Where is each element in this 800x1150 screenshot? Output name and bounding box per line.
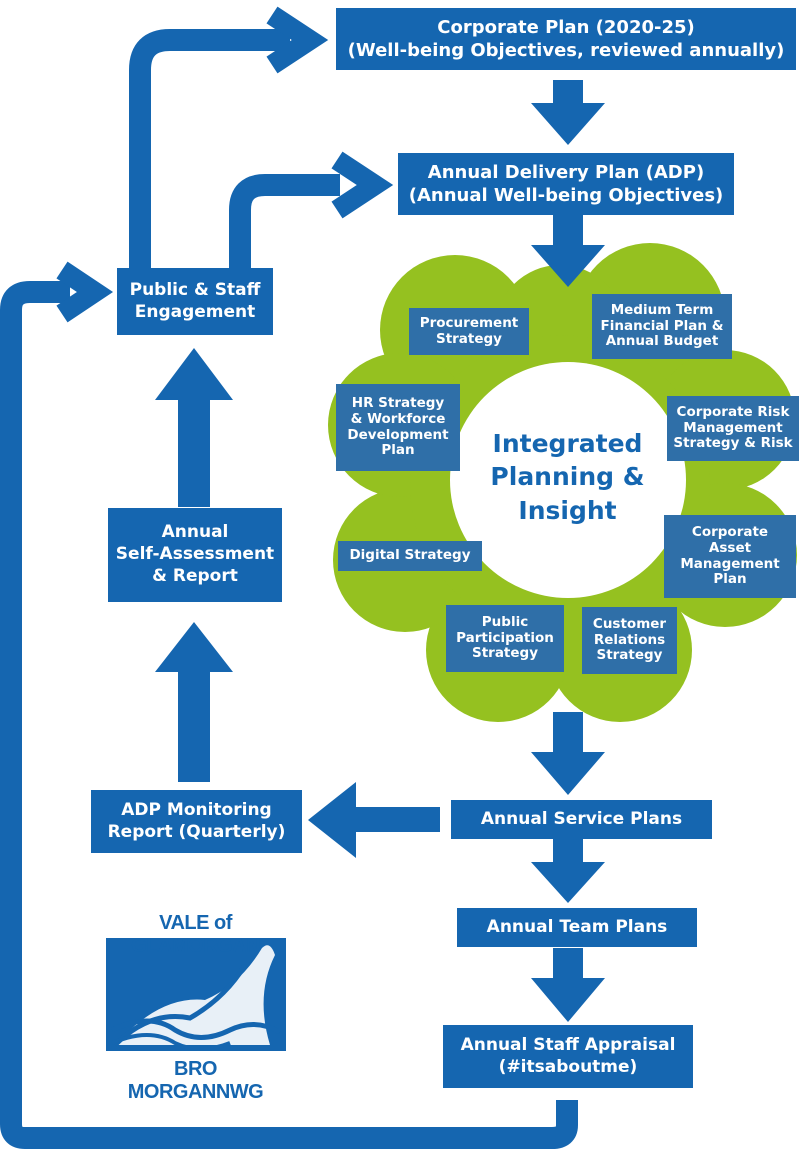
ring-title-text: Integrated Planning & Insight (490, 429, 645, 525)
self-assessment-label: Annual Self-Assessment & Report (115, 522, 275, 586)
public-participation-box: Public Participation Strategy (446, 605, 564, 672)
hr-strategy-label: HR Strategy & Workforce Development Plan (347, 394, 449, 459)
arrow-right-icon (56, 261, 114, 323)
arrow-up-icon (155, 348, 233, 507)
customer-relations-label: Customer Relations Strategy (592, 615, 667, 664)
loop-line-engagement-to-corporate (129, 29, 290, 268)
risk-strategy-label: Corporate Risk Management Strategy & Ris… (673, 403, 793, 452)
digital-strategy-box: Digital Strategy (338, 541, 482, 571)
loop-line-engagement-to-adp (229, 174, 340, 268)
arrow-down-icon (531, 838, 605, 903)
team-plans-label: Annual Team Plans (486, 916, 668, 937)
procurement-strategy-label: Procurement Strategy (419, 314, 519, 347)
monitoring-report-label: ADP Monitoring Report (Quarterly) (107, 799, 286, 842)
ring-center (450, 362, 686, 598)
staff-appraisal-label: Annual Staff Appraisal (#itsaboutme) (460, 1034, 676, 1077)
public-participation-label: Public Participation Strategy (456, 613, 554, 662)
hr-strategy-box: HR Strategy & Workforce Development Plan (336, 384, 460, 471)
procurement-strategy-box: Procurement Strategy (409, 308, 529, 355)
asset-management-label: Corporate Asset Management Plan (680, 523, 780, 588)
team-plans-box: Annual Team Plans (457, 908, 697, 947)
service-plans-label: Annual Service Plans (480, 808, 683, 829)
annual-delivery-plan-box: Annual Delivery Plan (ADP) (Annual Well-… (398, 153, 734, 215)
engagement-label: Public & Staff Engagement (129, 279, 261, 322)
asset-management-box: Corporate Asset Management Plan (664, 515, 796, 598)
financial-plan-label: Medium Term Financial Plan & Annual Budg… (600, 301, 724, 350)
arrow-right-icon (331, 151, 394, 219)
ring-title: Integrated Planning & Insight (470, 427, 665, 527)
service-plans-box: Annual Service Plans (451, 800, 712, 839)
monitoring-report-box: ADP Monitoring Report (Quarterly) (91, 790, 302, 853)
arrow-down-icon (531, 80, 605, 145)
digital-strategy-label: Digital Strategy (349, 547, 471, 564)
arrow-right-icon (266, 6, 329, 74)
engagement-box: Public & Staff Engagement (117, 268, 273, 335)
arrow-down-icon (531, 215, 605, 287)
logo-top-text: VALE of GLAMORGAN (131, 912, 260, 957)
corporate-plan-box: Corporate Plan (2020-25) (Well-being Obj… (336, 8, 796, 70)
logo-bottom-text: BRO MORGANNWG (127, 1058, 264, 1103)
vale-of-glamorgan-logo (106, 938, 286, 1051)
corporate-plan-label: Corporate Plan (2020-25) (Well-being Obj… (347, 16, 785, 61)
financial-plan-box: Medium Term Financial Plan & Annual Budg… (592, 294, 732, 359)
arrow-down-icon (531, 948, 605, 1022)
annual-delivery-plan-label: Annual Delivery Plan (ADP) (Annual Well-… (408, 161, 724, 206)
self-assessment-box: Annual Self-Assessment & Report (108, 508, 282, 602)
arrow-up-icon (155, 622, 233, 782)
customer-relations-box: Customer Relations Strategy (582, 607, 677, 674)
staff-appraisal-box: Annual Staff Appraisal (#itsaboutme) (443, 1025, 693, 1088)
arrow-left-icon (308, 782, 440, 858)
risk-strategy-box: Corporate Risk Management Strategy & Ris… (667, 396, 799, 461)
arrow-down-icon (531, 712, 605, 795)
loop-line-appraisal-to-engagement (0, 281, 578, 1149)
